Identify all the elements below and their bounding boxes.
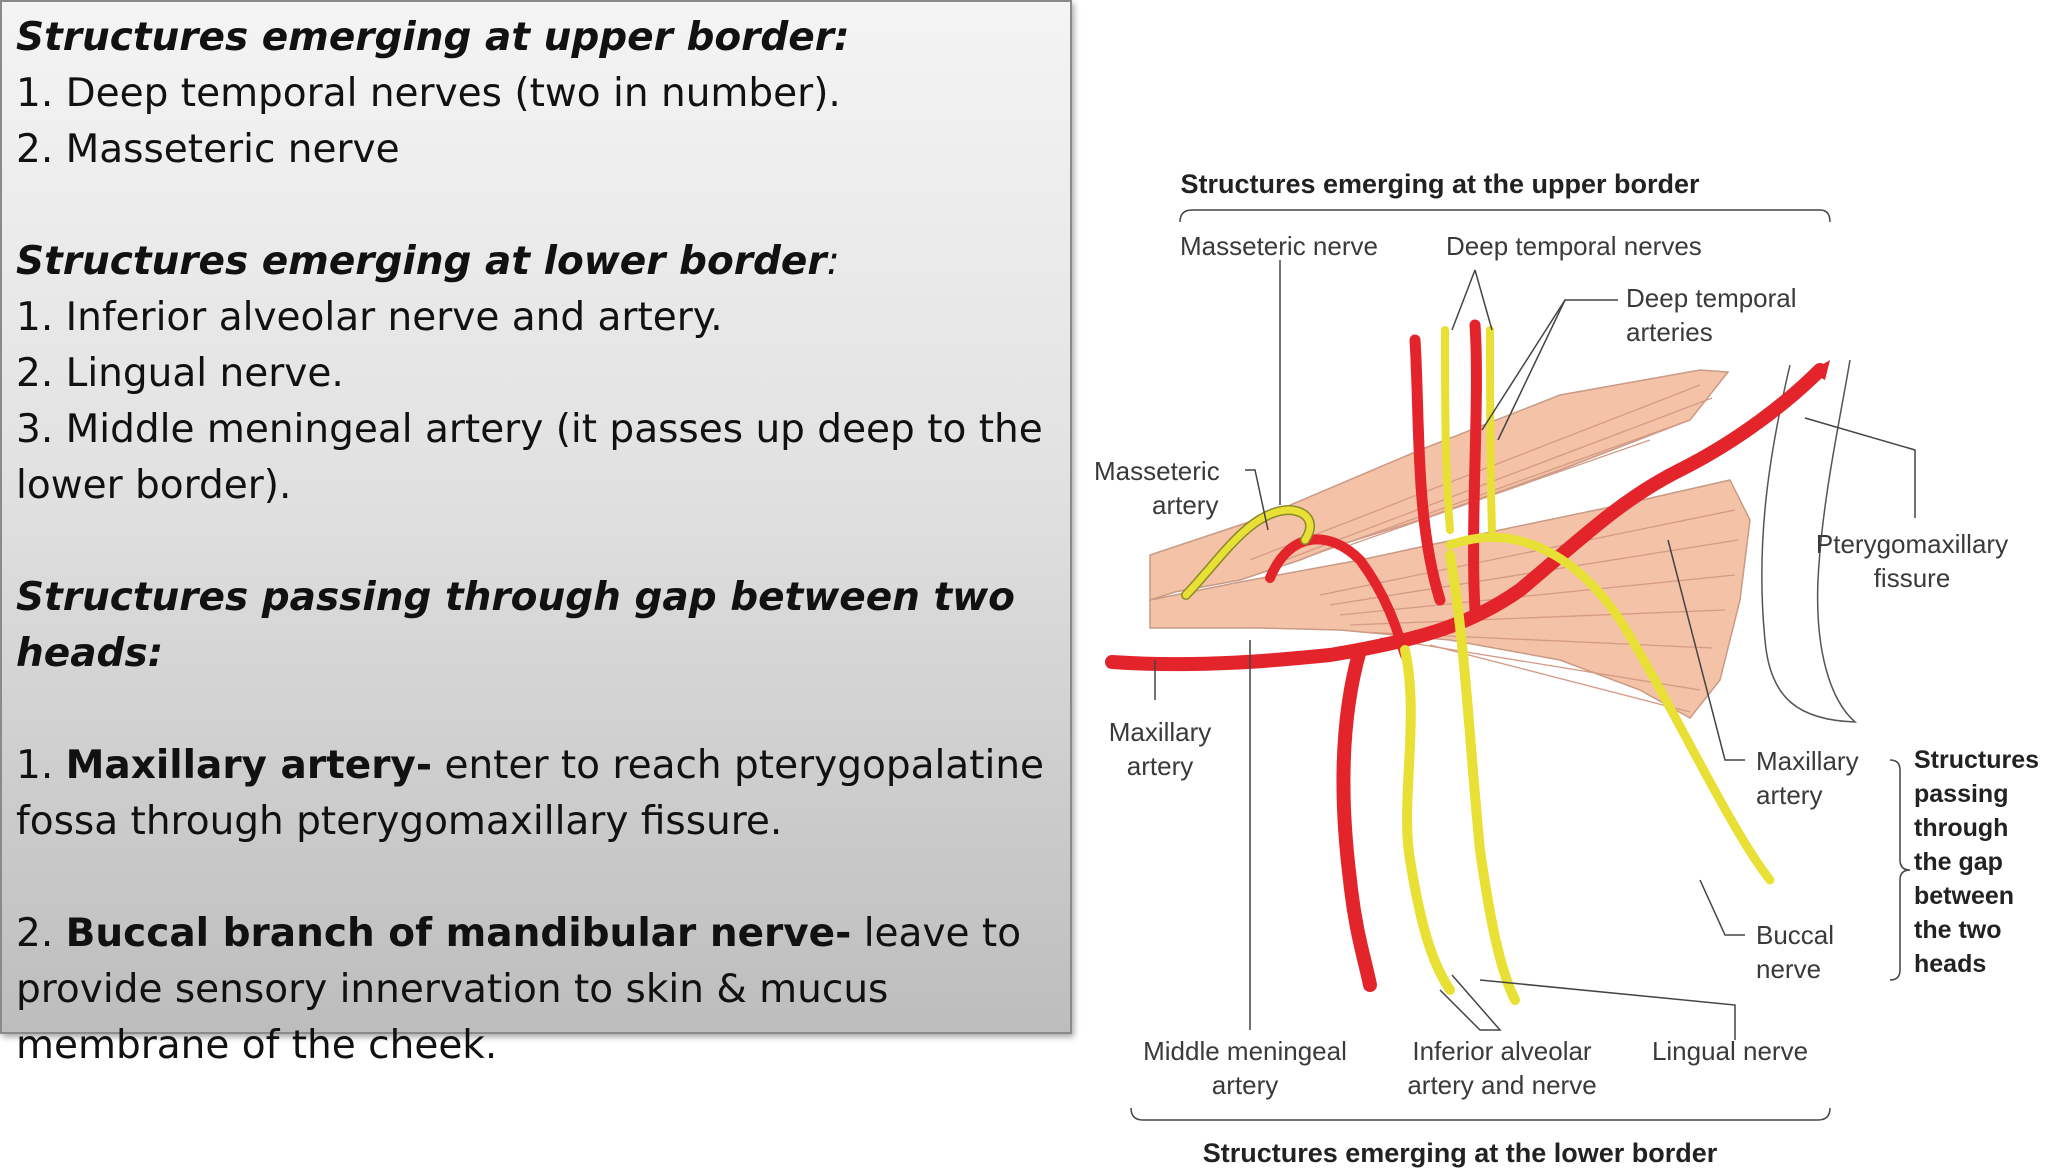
buccal-nerve xyxy=(1445,532,1775,885)
lateral-pterygoid-diagram: Structures emerging at the upper border … xyxy=(1094,169,2039,1168)
gap-item-1-bold: Maxillary artery- xyxy=(65,743,433,788)
label-masseteric-artery-1: Masseteric xyxy=(1094,456,1220,486)
spacer xyxy=(16,850,1056,906)
gap-item-1-line-2: fossa through pterygomaxillary fissure. xyxy=(16,799,783,844)
label-maxillary-artery-right-2: artery xyxy=(1756,780,1822,810)
label-lingual-nerve: Lingual nerve xyxy=(1652,1036,1808,1066)
gap-item-1-num: 1. xyxy=(16,743,66,788)
lower-border-heading: Structures emerging at lower border xyxy=(16,239,827,284)
upper-border-heading: Structures emerging at upper border: xyxy=(16,15,850,60)
label-buccal-nerve-2: nerve xyxy=(1756,954,1821,984)
label-middle-meningeal-2: artery xyxy=(1212,1070,1278,1100)
lower-item-3-cont: lower border). xyxy=(16,463,292,508)
leader-lines xyxy=(1130,209,1916,1121)
masseteric-artery xyxy=(1265,534,1410,660)
gap-item-2-bold: Buccal branch of mandibular nerve- xyxy=(65,911,852,956)
lower-item-2: 2. Lingual nerve. xyxy=(16,351,344,396)
label-deep-temporal-arteries-1: Deep temporal xyxy=(1626,283,1797,313)
label-pterygomaxillary-2: fissure xyxy=(1874,563,1951,593)
spacer xyxy=(16,514,1056,570)
gap-label-line: Structures xyxy=(1914,746,2039,774)
diagram-title-top: Structures emerging at the upper border xyxy=(1180,169,1700,199)
lower-item-3: 3. Middle meningeal artery (it passes up… xyxy=(16,407,1043,452)
gap-item-2-line-3: membrane of the cheek. xyxy=(16,1023,498,1068)
label-inferior-alveolar-1: Inferior alveolar xyxy=(1412,1036,1592,1066)
gap-label-line: passing xyxy=(1914,780,2008,808)
label-middle-meningeal-1: Middle meningeal xyxy=(1143,1036,1347,1066)
text-panel: Structures emerging at upper border: 1. … xyxy=(0,0,1072,1068)
masseteric-nerve-fill xyxy=(1182,506,1314,599)
gap-item-1: 1. Maxillary artery- enter to reach pter… xyxy=(16,738,1056,794)
lingual-nerve xyxy=(1445,550,1520,1005)
label-deep-temporal-nerves: Deep temporal nerves xyxy=(1446,231,1702,261)
label-inferior-alveolar-2: artery and nerve xyxy=(1407,1070,1596,1100)
label-masseteric-nerve: Masseteric nerve xyxy=(1180,231,1378,261)
lower-item-1: 1. Inferior alveolar nerve and artery. xyxy=(16,295,723,340)
gap-label-line: the two xyxy=(1914,916,2002,944)
label-maxillary-artery-left-2: artery xyxy=(1127,751,1193,781)
deep-temporal-nerve-2 xyxy=(1486,326,1496,534)
deep-temporal-nerve-1 xyxy=(1441,326,1454,534)
upper-item-2: 2. Masseteric nerve xyxy=(16,127,400,172)
gap-item-2-line-2: provide sensory innervation to skin & mu… xyxy=(16,967,889,1012)
gap-label-line: heads xyxy=(1914,950,1986,978)
gap-label-line: through xyxy=(1914,814,2008,842)
inferior-alveolar-nerve xyxy=(1400,645,1455,995)
inferior-alveolar-artery xyxy=(1336,643,1377,992)
gap-label-line: the gap xyxy=(1914,848,2003,876)
deep-temporal-artery-2 xyxy=(1468,319,1482,616)
gap-item-2-rest: leave to xyxy=(851,911,1022,956)
spacer xyxy=(16,682,1056,738)
maxillary-artery xyxy=(1105,363,1827,672)
gap-heading: Structures passing through gap between t… xyxy=(16,575,1015,676)
maxillary-artery-tip xyxy=(1810,360,1830,380)
gap-item-2-num: 2. xyxy=(16,911,66,956)
upper-item-1: 1. Deep temporal nerves (two in number). xyxy=(16,71,841,116)
label-deep-temporal-arteries-2: arteries xyxy=(1626,317,1713,347)
lower-border-colon: : xyxy=(826,239,840,284)
label-maxillary-artery-left-1: Maxillary xyxy=(1109,717,1212,747)
diagram-title-bottom: Structures emerging at the lower border xyxy=(1203,1138,1718,1168)
spacer xyxy=(16,178,1056,234)
gap-item-2: 2. Buccal branch of mandibular nerve- le… xyxy=(16,906,1056,962)
label-maxillary-artery-right-1: Maxillary xyxy=(1756,746,1859,776)
lower-border-heading-line: Structures emerging at lower border: xyxy=(16,234,1056,290)
gap-structures-label: Structures passing through the gap betwe… xyxy=(1914,746,2039,978)
deep-temporal-artery-1 xyxy=(1409,334,1446,606)
gap-label-line: between xyxy=(1914,882,2014,910)
label-buccal-nerve-1: Buccal xyxy=(1756,920,1834,950)
gap-item-1-rest: enter to reach pterygopalatine xyxy=(432,743,1045,788)
label-masseteric-artery-2: artery xyxy=(1152,490,1218,520)
label-pterygomaxillary-1: Pterygomaxillary xyxy=(1816,529,2008,559)
pterygomaxillary-fissure-outline xyxy=(1761,359,1858,723)
